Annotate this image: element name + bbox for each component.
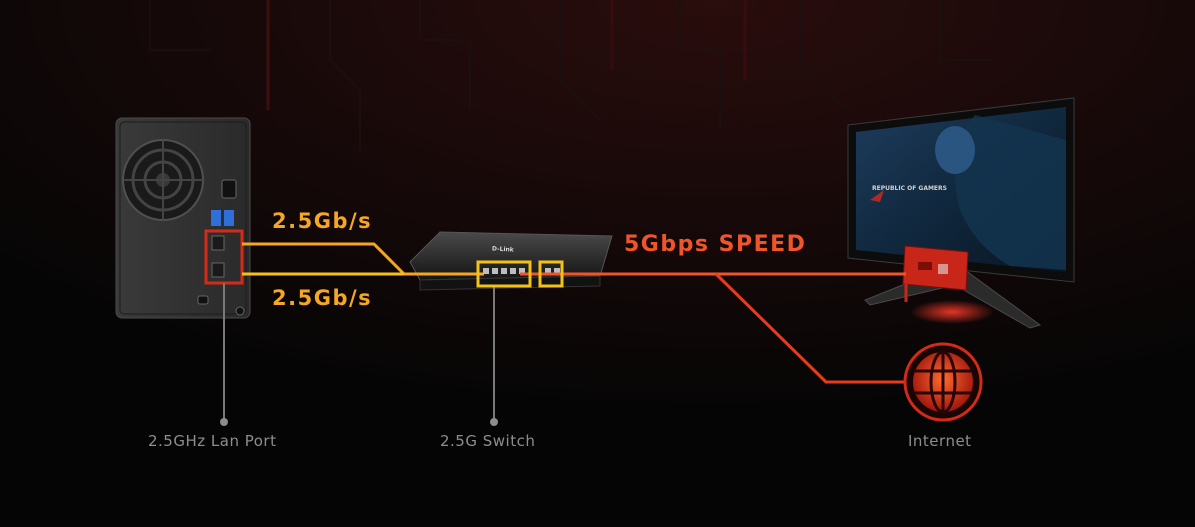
- monitor-brand: REPUBLIC OF GAMERS: [872, 185, 947, 192]
- link-internet: [714, 272, 912, 384]
- nas-caption: 2.5GHz Lan Port: [148, 432, 277, 450]
- link-top: [242, 242, 484, 276]
- nas-icon: [115, 117, 251, 319]
- network-card-icon: [902, 245, 969, 302]
- connection-lines: [223, 242, 912, 420]
- switch-brand: D-Link: [491, 245, 514, 254]
- caption-dot-nas: [220, 418, 228, 426]
- internet-globe-icon: [903, 342, 983, 422]
- speed-label: 5Gbps SPEED: [624, 232, 807, 257]
- switch-port-highlight: [476, 260, 532, 288]
- switch-uplink-highlight: [538, 260, 564, 288]
- internet-caption: Internet: [908, 432, 972, 450]
- caption-dot-switch: [490, 418, 498, 426]
- link-rate-top: 2.5Gb/s: [272, 209, 373, 233]
- switch-caption: 2.5G Switch: [440, 432, 536, 450]
- background-texture: [149, 0, 990, 150]
- link-rate-bottom: 2.5Gb/s: [272, 286, 373, 310]
